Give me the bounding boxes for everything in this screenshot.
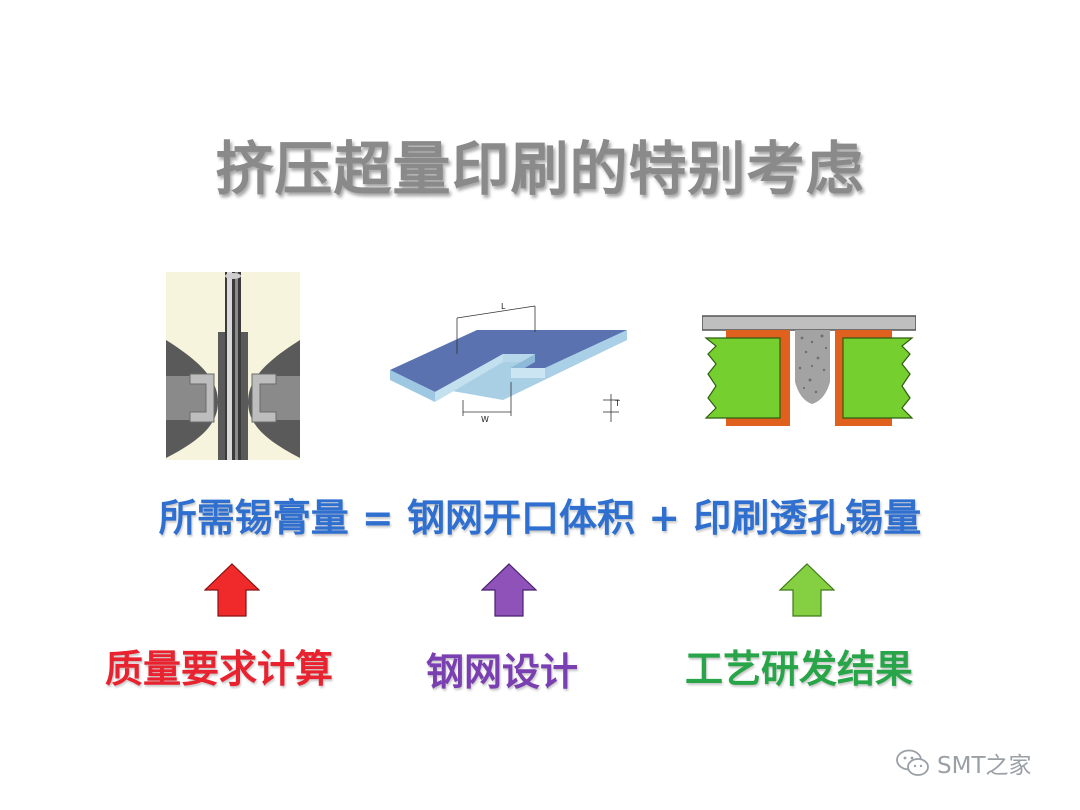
solder-joint-figure [166,272,300,460]
wechat-icon [896,749,929,776]
dimension-width-label: W [481,415,489,424]
slide-title: 挤压超量印刷的特别考虑 [215,135,865,203]
arrow-up-purple-icon [481,563,537,617]
dimension-thickness-label: T [614,399,620,408]
arrow-up-red-icon [204,563,260,617]
arrow-up-green-icon [779,563,835,617]
watermark-text: SMT之家 [937,753,1032,779]
solder-volume-formula: 所需锡膏量 = 钢网开口体积 + 印刷透孔锡量 [158,496,922,540]
stencil-aperture-figure: L W T [390,302,627,424]
watermark: SMT之家 [895,748,1032,779]
paste-through-hole-figure [702,315,916,426]
process-result-label: 工艺研发结果 [685,647,914,691]
stencil-design-label: 钢网设计 [426,650,579,694]
dimension-length-label: L [501,302,506,311]
quality-requirement-label: 质量要求计算 [105,647,334,691]
